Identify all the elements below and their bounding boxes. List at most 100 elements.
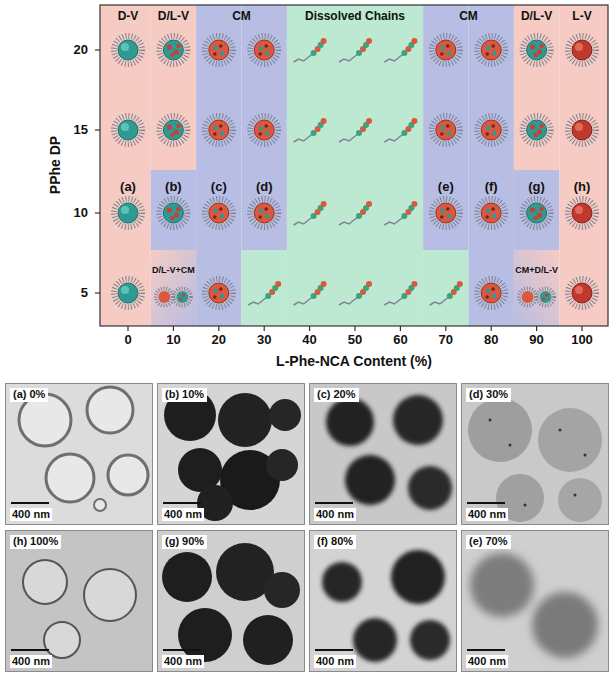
tem-images-part xyxy=(584,454,587,457)
plot-frame-part xyxy=(354,326,355,331)
aggregate-icons-part xyxy=(430,281,463,305)
region-label: Dissolved Chains xyxy=(305,10,405,23)
tem-images-part-part xyxy=(326,398,374,446)
tem-panel: (g) 90%400 nm xyxy=(157,530,305,672)
aggregate-icons-part xyxy=(205,116,233,144)
plot-frame-part xyxy=(581,326,582,331)
aggregate-icons-part xyxy=(568,36,596,64)
aggregate-icons-part xyxy=(114,116,142,144)
aggregate-icons-part xyxy=(523,199,551,227)
tem-images-part xyxy=(19,394,71,446)
tem-images-part xyxy=(218,393,272,447)
tem-images-part xyxy=(157,530,305,672)
plot-frame-part xyxy=(173,326,174,331)
scale-label: 400 nm xyxy=(466,508,508,521)
region-label: D/L-V xyxy=(521,10,552,23)
aggregate-icons-part xyxy=(568,199,596,227)
aggregate-icons-part xyxy=(114,199,142,227)
aggregate-icons-part xyxy=(523,36,551,64)
tick-label: 15 xyxy=(74,123,88,137)
tem-images-part xyxy=(269,399,301,431)
scale-bars-part xyxy=(315,502,353,504)
panel-title: (b) 10% xyxy=(162,388,207,402)
panel-title: (a) 0% xyxy=(10,388,48,402)
region-label: CM xyxy=(459,10,478,23)
aggregate-icons-part xyxy=(432,116,460,144)
panel-title: (e) 70% xyxy=(466,535,511,549)
phase-regions-part xyxy=(514,170,559,250)
tem-panel: (e) 70%400 nm xyxy=(461,530,609,672)
aggregate-icons-part xyxy=(248,281,281,305)
phase-regions-part xyxy=(559,5,608,326)
plot-frame-part xyxy=(400,326,401,331)
plot-frame-part xyxy=(95,49,100,50)
tem-images-part xyxy=(489,419,492,422)
panel-title: (d) 30% xyxy=(466,388,511,402)
tem-images-part-part xyxy=(353,618,397,662)
tem-panel: (b) 10%400 nm xyxy=(157,383,305,525)
tem-images-part xyxy=(309,383,457,525)
aggregate-icons-part xyxy=(519,289,554,306)
tem-panel: (h) 100%400 nm xyxy=(5,530,153,672)
tem-images-part xyxy=(46,454,94,502)
aggregate-icons-part xyxy=(568,116,596,144)
tem-images-part xyxy=(162,552,212,602)
tick-label: 50 xyxy=(348,333,362,347)
panel-letter: (e) xyxy=(438,180,454,194)
plot-frame xyxy=(95,5,608,331)
tem-images-part xyxy=(524,504,527,507)
plot-frame-part xyxy=(95,129,100,130)
tem-images-part xyxy=(574,494,577,497)
tem-images-part-part xyxy=(322,562,362,602)
phase-regions-part xyxy=(242,250,287,326)
aggregate-icons-part xyxy=(339,281,372,305)
phase-regions-part xyxy=(423,250,468,326)
scale-bars-part xyxy=(163,502,201,504)
scale-label: 400 nm xyxy=(314,655,356,668)
plot-frame-part xyxy=(536,326,537,331)
aggregate-icons-part xyxy=(384,118,417,142)
panel-letter: (d) xyxy=(256,180,273,194)
aggregate-icons-part xyxy=(114,279,142,307)
region-label: D/L-V xyxy=(158,10,189,23)
plot-frame-part xyxy=(95,292,100,293)
axis-title: PPhe DP xyxy=(48,136,63,194)
phase-regions-part xyxy=(196,5,241,326)
tem-images-part xyxy=(309,530,457,672)
tem-images-part xyxy=(559,429,562,432)
aggregate-icons-part xyxy=(205,199,233,227)
aggregate-icons-part xyxy=(205,36,233,64)
tem-panel: (f) 80%400 nm xyxy=(309,530,457,672)
phase-regions-part xyxy=(469,5,514,326)
panel-letter: (c) xyxy=(211,180,227,194)
tem-images-part-part xyxy=(410,620,450,660)
scale-label: 400 nm xyxy=(162,655,204,668)
tem-images-part xyxy=(243,615,293,665)
aggregate-icons-part xyxy=(156,289,191,306)
tem-images-part xyxy=(44,622,80,658)
aggregate-icons-part xyxy=(250,199,278,227)
tick-label: 70 xyxy=(439,333,453,347)
aggregate-icons-part xyxy=(477,36,505,64)
phase-regions-part xyxy=(423,5,468,250)
region-label: CM+D/L-V xyxy=(515,266,558,276)
aggregate-icons-part xyxy=(339,38,372,62)
plot-frame-part xyxy=(264,326,265,331)
tem-images-part-part xyxy=(470,553,534,617)
aggregate-icons-part xyxy=(159,116,187,144)
region-label: L-V xyxy=(572,10,591,23)
aggregate-icons-part xyxy=(250,116,278,144)
panel-title: (c) 20% xyxy=(314,388,359,402)
tem-images-part xyxy=(468,398,532,462)
tick-label: 5 xyxy=(81,286,88,300)
aggregate-icons-part xyxy=(432,199,460,227)
scale-bars-part xyxy=(467,502,505,504)
scale-bars xyxy=(11,503,505,650)
panel-letter: (b) xyxy=(165,180,182,194)
aggregate-icons-part xyxy=(114,36,142,64)
aggregate-icons-part xyxy=(294,281,327,305)
tem-images-part-part xyxy=(532,592,598,658)
aggregate-icons-part xyxy=(477,199,505,227)
phase-regions-part xyxy=(242,5,287,250)
aggregate-icons-part xyxy=(339,201,372,225)
